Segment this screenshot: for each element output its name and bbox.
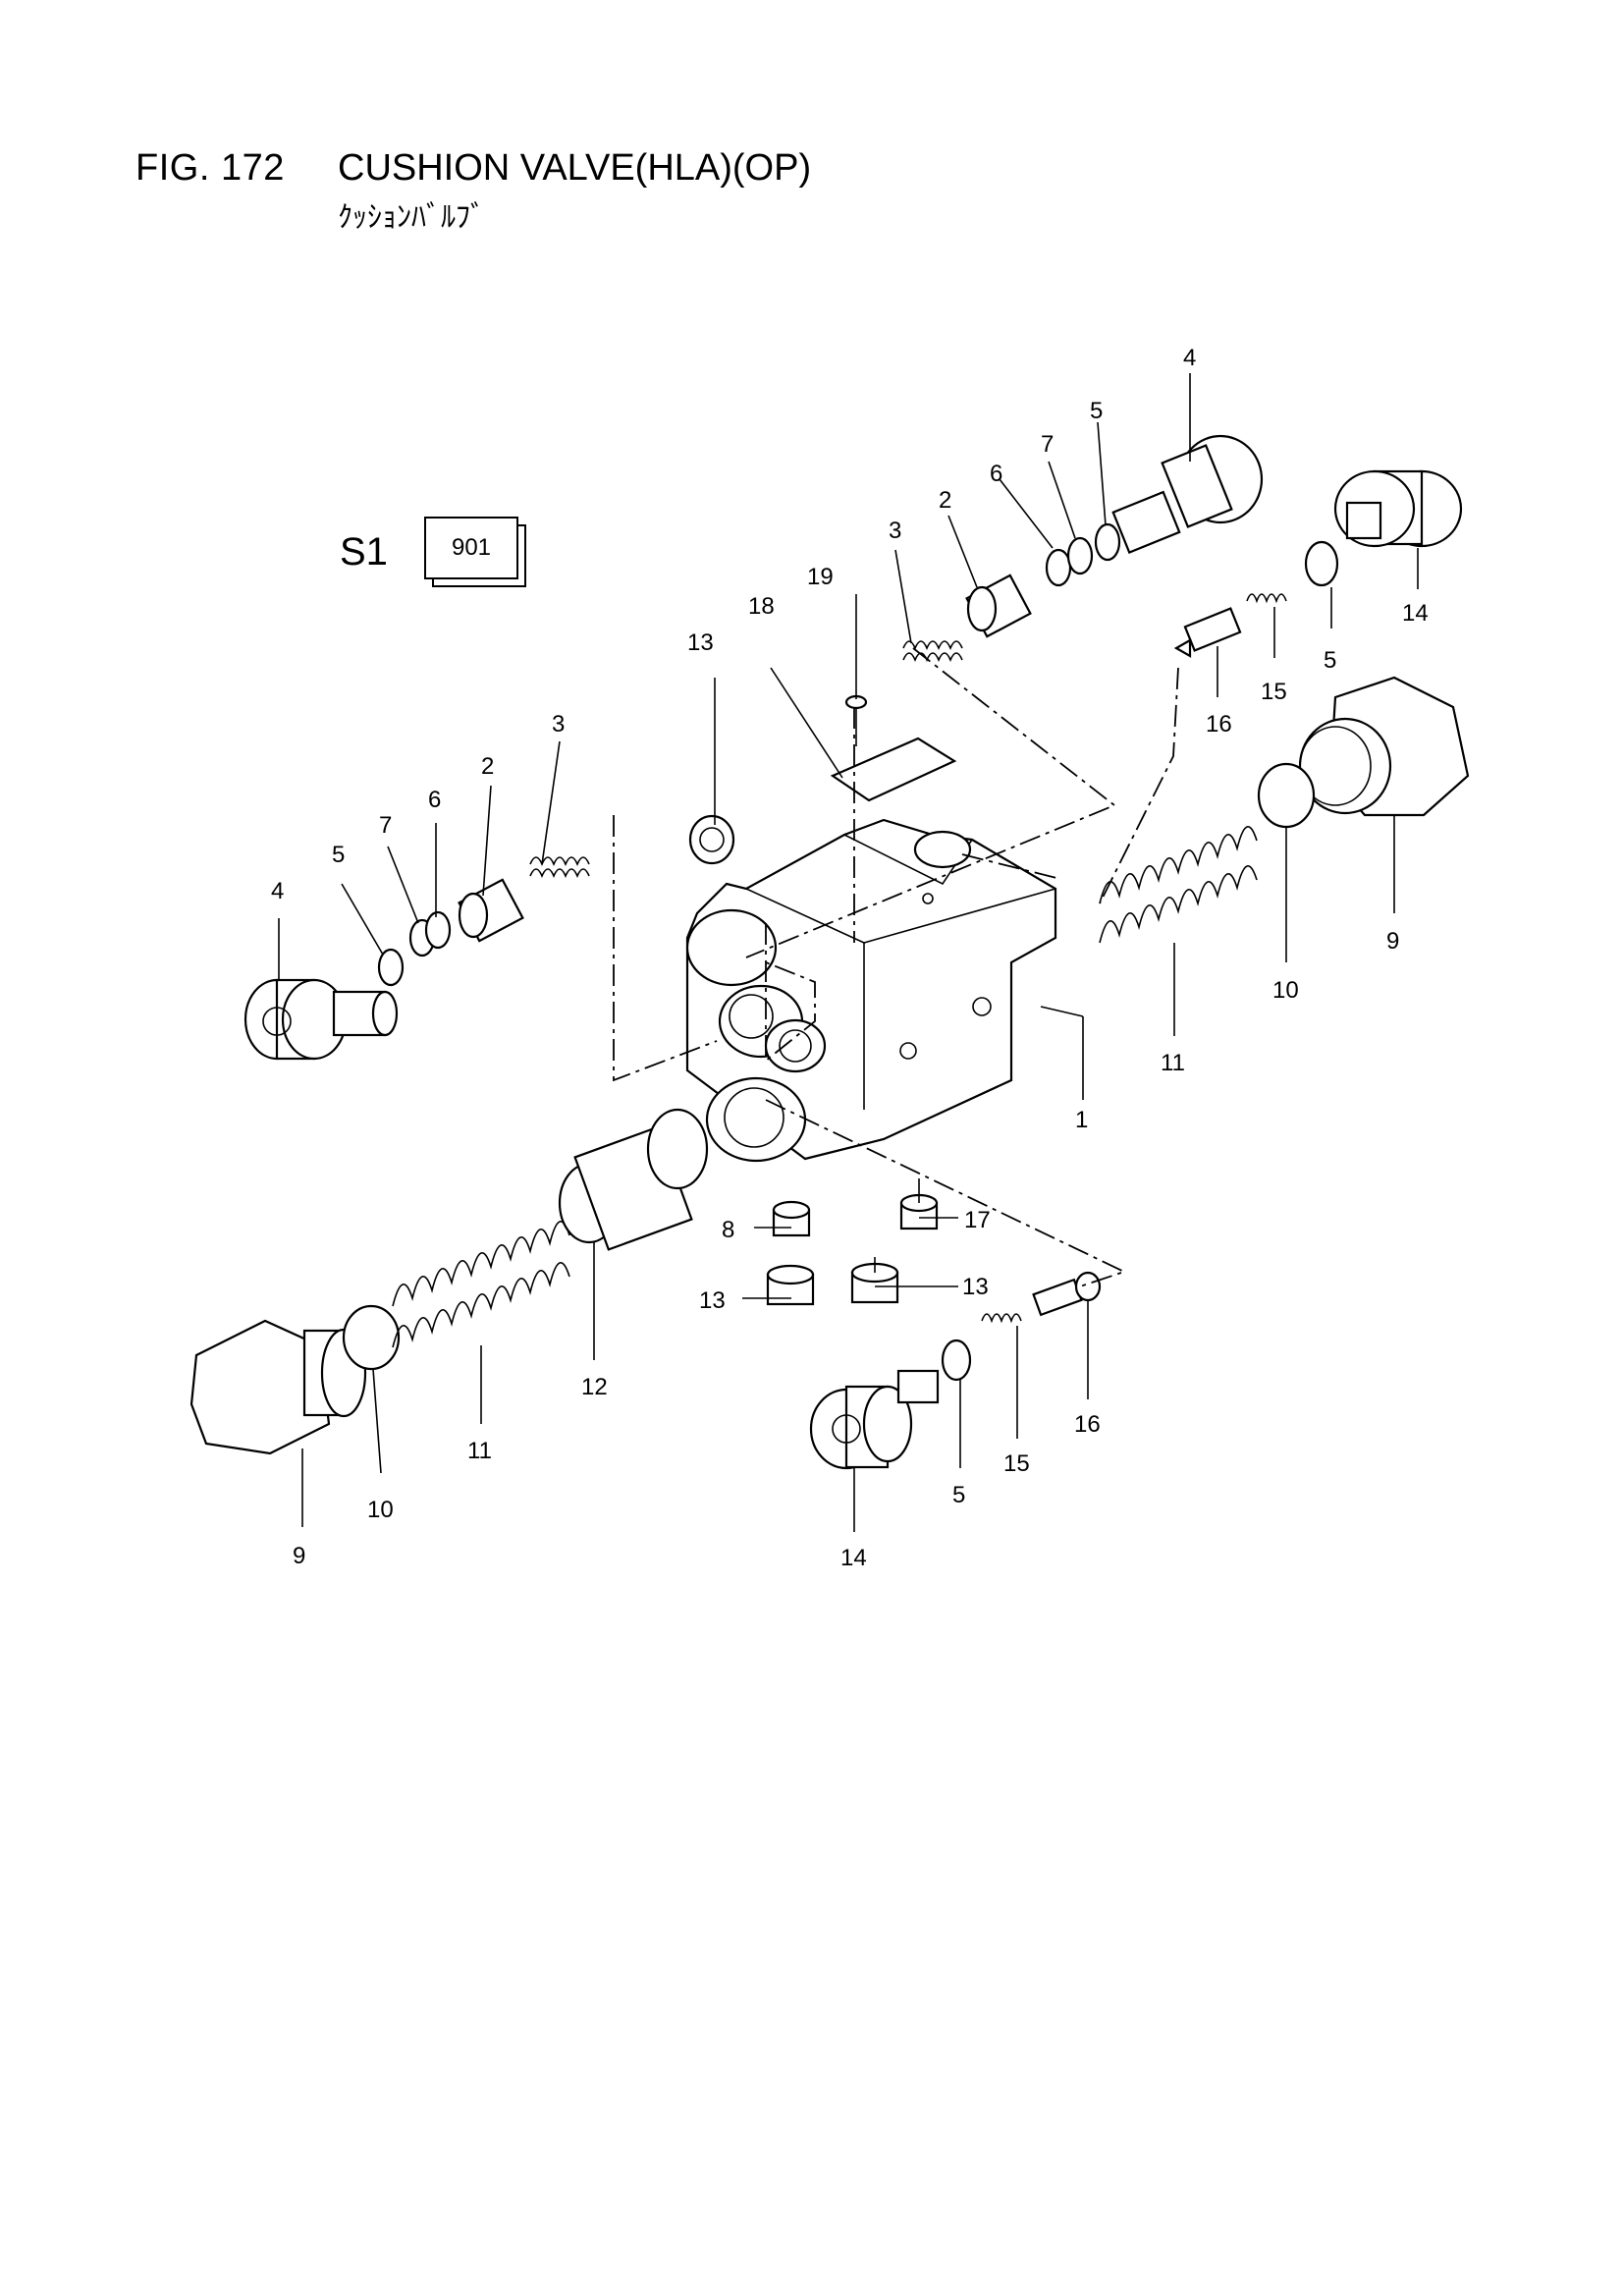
left-plug-4[interactable]	[243, 978, 399, 1061]
lower-oring-5[interactable]	[941, 1339, 972, 1382]
figure-title: CUSHION VALVE(HLA)(OP)	[338, 147, 812, 189]
valve-body[interactable]	[685, 818, 1057, 1163]
callout-17[interactable]: 17	[964, 1207, 991, 1233]
plug-17[interactable]	[899, 1193, 939, 1230]
callout-2-upper[interactable]: 2	[939, 487, 951, 514]
section-code: 901	[451, 534, 492, 561]
callout-12[interactable]: 12	[581, 1374, 608, 1400]
callout-13-top[interactable]: 13	[687, 629, 714, 656]
callout-3-left[interactable]: 3	[552, 711, 565, 738]
upper-ring-6[interactable]	[1045, 548, 1072, 587]
callout-9-right[interactable]: 9	[1386, 928, 1399, 955]
callout-10-right[interactable]: 10	[1272, 977, 1299, 1004]
lower-spring-15[interactable]	[981, 1313, 1022, 1324]
lower-poppet-16[interactable]	[1032, 1271, 1102, 1317]
callout-13-right[interactable]: 13	[962, 1274, 989, 1300]
figure-number: FIG. 172	[135, 147, 285, 189]
left-ring-6[interactable]	[424, 910, 452, 950]
callout-18[interactable]: 18	[748, 593, 775, 620]
callout-numbers: 1 2 2 3 3 4 4 5 5 5 5 6 6 7 7 8 9 9 10 1…	[271, 345, 1429, 1571]
upper-spring-15[interactable]	[1246, 593, 1287, 604]
callout-5-right[interactable]: 5	[1324, 647, 1336, 674]
figure-subtitle: ｸｯｼｮﾝﾊﾞﾙﾌﾞ	[338, 200, 485, 235]
callout-6-upper[interactable]: 6	[990, 461, 1002, 487]
left-spring-3[interactable]	[529, 856, 590, 879]
callout-14-upper[interactable]: 14	[1402, 600, 1429, 627]
callout-13-left[interactable]: 13	[699, 1287, 726, 1314]
upper-plug-14[interactable]	[1333, 469, 1463, 548]
plug-13-lower-mid[interactable]	[850, 1262, 899, 1304]
upper-plug-4[interactable]	[1111, 434, 1264, 554]
callout-2-left[interactable]: 2	[481, 753, 494, 780]
section-label: S1	[340, 530, 388, 574]
upper-oring-5[interactable]	[1094, 522, 1121, 562]
plug-8[interactable]	[772, 1200, 811, 1237]
callout-19[interactable]: 19	[807, 564, 834, 590]
callout-5-upper[interactable]: 5	[1090, 398, 1103, 424]
callout-16-lower[interactable]: 16	[1074, 1411, 1101, 1438]
cover-plate-18[interactable]	[830, 737, 957, 802]
right-plug-9[interactable]	[1298, 676, 1470, 817]
upper-spring-3[interactable]	[902, 640, 963, 663]
callout-3-upper[interactable]: 3	[889, 518, 901, 544]
callout-15-lower[interactable]: 15	[1003, 1450, 1030, 1477]
upper-backup-ring-7[interactable]	[1066, 536, 1094, 575]
left-sleeve-2[interactable]	[458, 878, 524, 943]
screw-19[interactable]	[844, 694, 868, 746]
callout-4-left[interactable]: 4	[271, 878, 284, 904]
plug-13-top[interactable]	[688, 814, 735, 865]
lower-plug-14[interactable]	[809, 1369, 940, 1470]
callout-16-upper[interactable]: 16	[1206, 711, 1232, 738]
callout-5-left[interactable]: 5	[332, 842, 345, 868]
callout-1[interactable]: 1	[1075, 1107, 1088, 1133]
right-ring-10[interactable]	[1257, 762, 1316, 829]
callout-leaders	[278, 373, 1419, 1532]
upper-sleeve-2[interactable]	[965, 574, 1032, 638]
left-oring-5[interactable]	[377, 948, 405, 987]
callout-4-upper[interactable]: 4	[1183, 345, 1196, 371]
left-plug-9[interactable]	[189, 1319, 367, 1455]
callout-11-left[interactable]: 11	[467, 1438, 492, 1464]
callout-15-upper[interactable]: 15	[1261, 679, 1287, 705]
callout-10-left[interactable]: 10	[367, 1497, 394, 1523]
section-code-box[interactable]: 901	[424, 517, 518, 579]
callout-14-lower[interactable]: 14	[840, 1545, 867, 1571]
left-ring-10[interactable]	[342, 1304, 401, 1371]
assembly-centerlines	[613, 647, 1179, 1287]
callout-11-right[interactable]: 11	[1161, 1050, 1185, 1076]
left-spring-11[interactable]	[392, 1221, 570, 1348]
right-spring-11[interactable]	[1099, 826, 1258, 944]
callout-5-lower[interactable]: 5	[952, 1482, 965, 1508]
callout-6-left[interactable]: 6	[428, 787, 441, 813]
callout-7-upper[interactable]: 7	[1041, 431, 1054, 458]
callout-8[interactable]: 8	[722, 1217, 734, 1243]
plug-13-lower-left[interactable]	[766, 1264, 815, 1306]
upper-oring-5b[interactable]	[1304, 540, 1339, 587]
callout-9-left[interactable]: 9	[293, 1543, 305, 1569]
piston-12[interactable]	[558, 1108, 709, 1251]
callout-7-left[interactable]: 7	[379, 812, 392, 839]
upper-poppet-16[interactable]	[1173, 607, 1242, 658]
